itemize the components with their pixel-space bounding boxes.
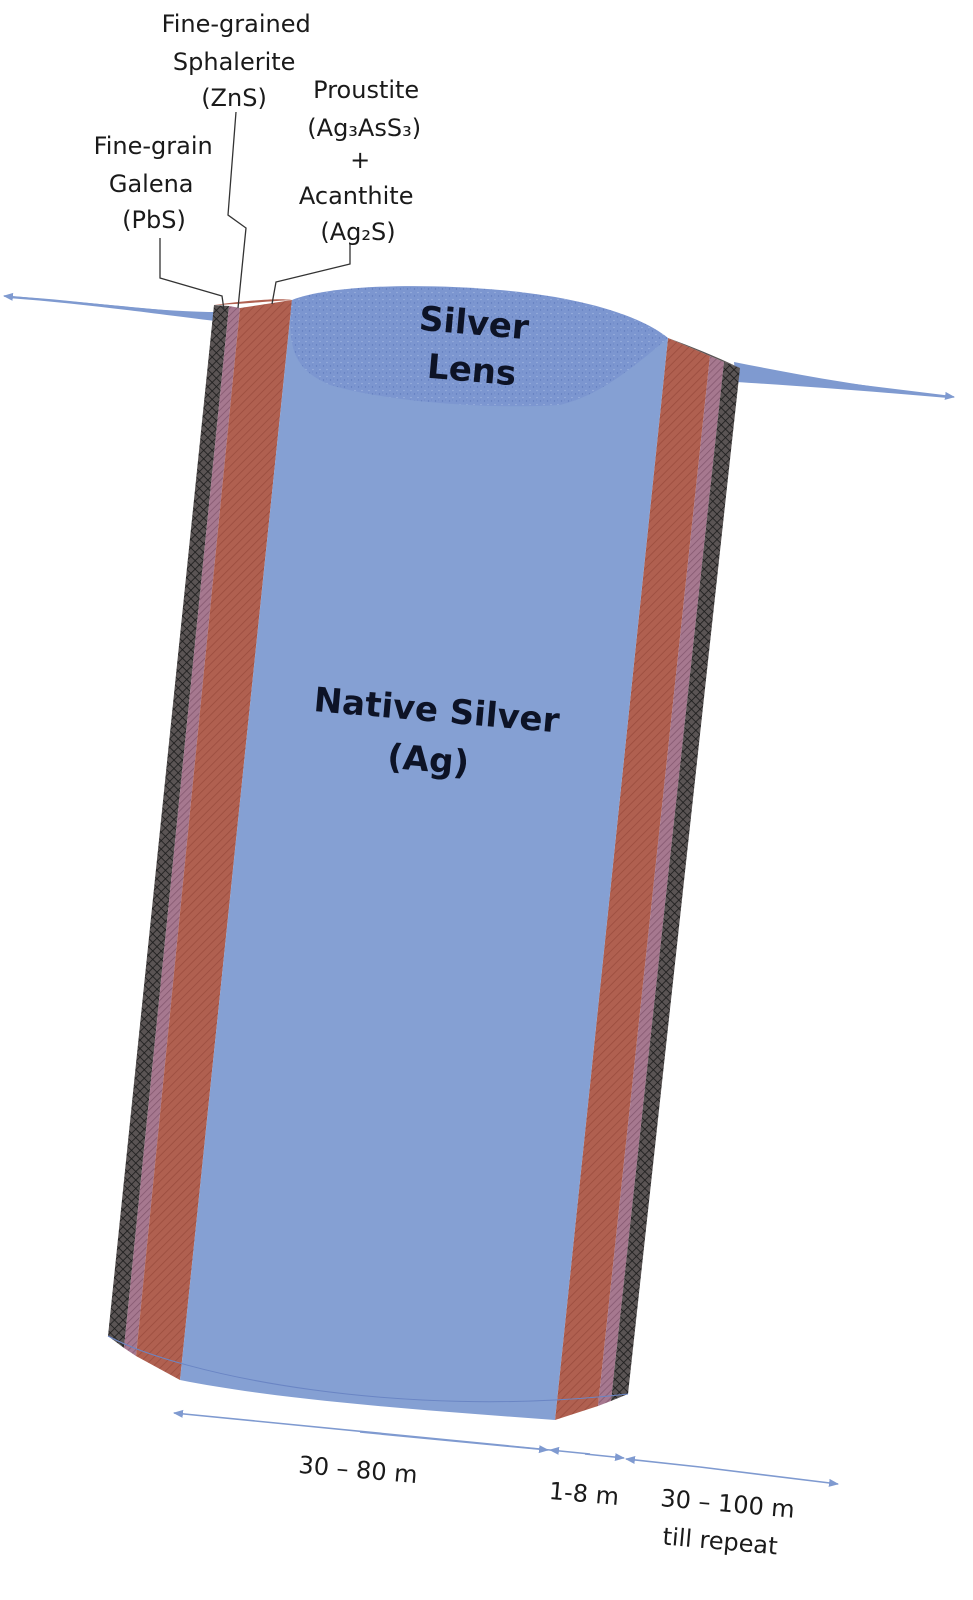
galena-band-right — [611, 362, 740, 1401]
surface-arrow-left — [3, 292, 221, 317]
proustite-leader — [271, 244, 351, 305]
sphalerite-label: Fine-grained Sphalerite (ZnS) — [162, 10, 319, 112]
proustite-band-right — [555, 338, 710, 1420]
galena-band-left — [108, 305, 229, 1348]
cap-right — [668, 338, 740, 368]
proustite-band-left — [136, 300, 292, 1380]
galena-label: Fine-grain Galena (PbS) — [94, 132, 221, 234]
core-width-label: 30 – 80 m — [297, 1451, 418, 1489]
spacing-arrow-right — [699, 1466, 839, 1487]
galena-leader — [159, 238, 225, 311]
silver-lens-label: Silver Lens — [413, 299, 542, 396]
spacing-arrow-left — [625, 1455, 701, 1468]
core-width-arrow-right — [359, 1431, 549, 1454]
sphalerite-band-left — [124, 306, 240, 1356]
rim-width-arrow-right — [584, 1453, 625, 1462]
silver-lens — [290, 286, 668, 407]
surface-arrow-right — [733, 369, 955, 400]
spacing-label: 30 – 100 m till repeat — [656, 1484, 803, 1562]
sphalerite-leader — [227, 111, 247, 309]
column-base — [107, 1335, 629, 1403]
dimension-arrows — [173, 1409, 839, 1487]
native-silver-column — [180, 300, 668, 1420]
left-surface-wedge — [8, 296, 224, 322]
surface-line — [3, 292, 955, 400]
rim-width-arrow-left — [549, 1446, 591, 1455]
proustite-acanthite-label: Proustite (Ag₃AsS₃) + Acanthite (Ag₂S) — [299, 76, 429, 246]
sphalerite-band-right — [598, 356, 724, 1406]
rim-width-label: 1-8 m — [548, 1477, 620, 1511]
